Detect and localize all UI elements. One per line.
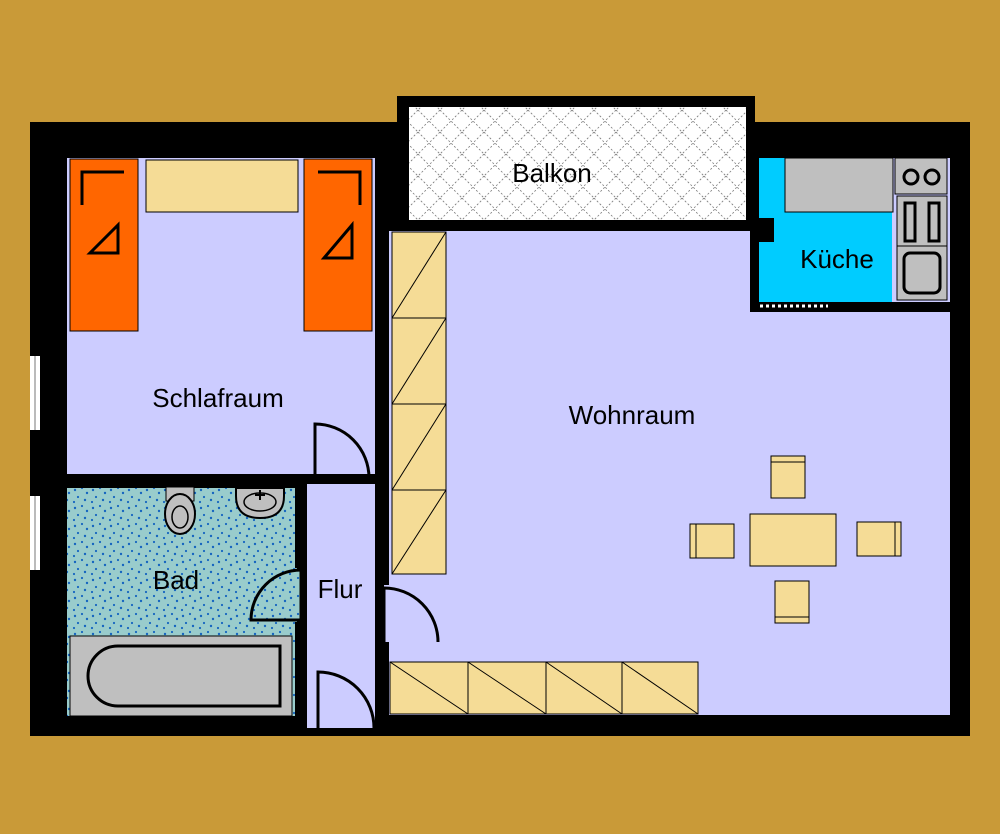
bed-left bbox=[69, 158, 139, 332]
sideboard-horizontal bbox=[389, 661, 699, 715]
living-floor bbox=[389, 231, 750, 715]
door-living bbox=[382, 585, 444, 643]
kitchen-counter bbox=[784, 157, 894, 213]
chair-south bbox=[774, 580, 810, 624]
door-bedroom bbox=[311, 422, 371, 479]
bed-right bbox=[303, 158, 373, 332]
dresser bbox=[145, 159, 299, 213]
label-wohnraum: Wohnraum bbox=[569, 400, 696, 430]
label-kueche: Küche bbox=[800, 244, 874, 274]
door-entrance bbox=[316, 670, 376, 729]
chair-north bbox=[770, 455, 806, 499]
wash-basin bbox=[235, 487, 285, 520]
toilet bbox=[164, 486, 196, 535]
bathtub bbox=[69, 635, 293, 717]
door-bath bbox=[245, 568, 303, 622]
balcony-area bbox=[409, 107, 746, 220]
label-bad: Bad bbox=[153, 565, 199, 595]
dining-table bbox=[749, 513, 837, 567]
chair-east bbox=[856, 521, 902, 557]
chair-west bbox=[689, 523, 735, 559]
wardrobe-vertical bbox=[391, 231, 447, 575]
label-schlafraum: Schlafraum bbox=[152, 383, 284, 413]
kitchen-wall-stub bbox=[752, 218, 774, 242]
label-balkon: Balkon bbox=[512, 158, 592, 188]
label-flur: Flur bbox=[318, 574, 363, 604]
